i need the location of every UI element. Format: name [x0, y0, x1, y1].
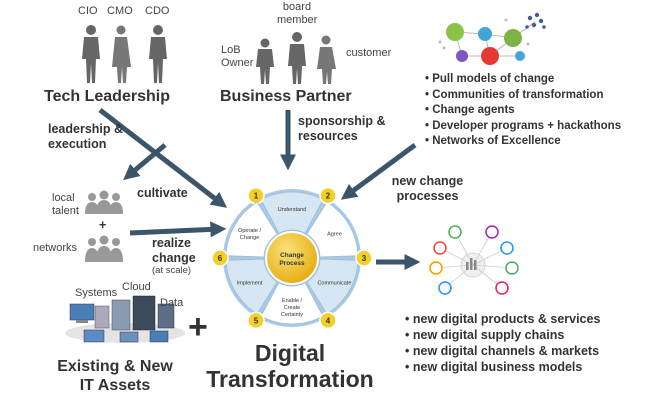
data-label: Data [160, 297, 184, 309]
change-models-to-wheel-arrow [340, 142, 417, 200]
wheel-segment-label: Implement [237, 281, 263, 287]
digital-transformation-line2: Transformation [206, 366, 374, 392]
wheel-segment-label: Understand [278, 207, 306, 213]
cmo-person-icon [112, 25, 131, 83]
networks-group-icon [85, 235, 123, 262]
it-assets-illustration [65, 295, 185, 343]
tech-leadership-title: Tech Leadership [44, 88, 170, 105]
role-label-lob-owner: LoB Owner [221, 44, 254, 69]
cloud-label: Cloud [122, 281, 151, 293]
board-member-person-icon [288, 32, 306, 84]
wheel-step-badge [319, 311, 337, 330]
wheel-center-hub [265, 231, 319, 285]
tech-to-wheel-arrow [98, 108, 228, 208]
wheel-segment [225, 201, 278, 258]
leadership-to-talent-arrow [123, 143, 167, 181]
networks-label: networks [33, 242, 78, 254]
role-label-cdo: CDO [145, 5, 170, 17]
cultivate-label: cultivate [137, 186, 188, 200]
wheel-step-badge [247, 311, 265, 330]
talent-to-wheel-arrow [129, 221, 227, 238]
wheel-segment-label: Communicate [317, 281, 351, 287]
change-model-item: Change agents [425, 103, 621, 119]
wheel-step-number: 2 [326, 192, 331, 201]
outcome-item: new digital business models [405, 359, 600, 375]
wheel-step-badge [319, 186, 337, 205]
role-label-customer: customer [346, 47, 392, 59]
digital-transformation-title: Digital Transformation [205, 340, 375, 392]
wheel-step-badge [355, 249, 373, 267]
change-models-list: Pull models of change Communities of tra… [425, 72, 621, 150]
new-change-processes-label: new change processes [391, 174, 464, 203]
it-assets-title-line1: Existing & New [57, 358, 173, 375]
network-graph-icon [438, 12, 546, 65]
sponsorship-resources-label: sponsorship & resources [298, 114, 386, 143]
assets-plus-sign: + [188, 308, 208, 346]
lob-owner-person-icon [256, 38, 274, 84]
local-talent-group-icon [85, 190, 123, 214]
realize-change-label: realize change [152, 236, 196, 265]
wheel-step-number: 4 [326, 316, 331, 325]
role-label-board-member: board member [277, 1, 318, 26]
wheel-step-number: 1 [254, 192, 259, 201]
wheel-step-number: 6 [218, 254, 223, 263]
digital-transformation-line1: Digital [254, 340, 326, 366]
systems-label: Systems [75, 287, 118, 299]
wheel-segment-label: Agree [327, 232, 342, 238]
local-talent-label: local talent [52, 192, 79, 217]
talent-plus-sign: + [99, 218, 107, 232]
role-label-cmo: CMO [107, 5, 133, 17]
wheel-segment-label: Operate /Change [238, 228, 261, 241]
at-scale-label: (at scale) [152, 265, 192, 276]
wheel-step-badge [211, 249, 229, 267]
it-assets-title: Existing & New IT Assets [40, 357, 190, 395]
business-partner-title: Business Partner [220, 88, 352, 105]
wheel-step-number: 3 [362, 254, 367, 263]
outcome-item: new digital channels & markets [405, 343, 600, 359]
customer-person-icon [317, 35, 336, 84]
role-label-cio: CIO [78, 5, 98, 17]
change-model-item: Communities of transformation [425, 88, 621, 104]
change-model-item: Networks of Excellence [425, 134, 621, 150]
change-model-item: Developer programs + hackathons [425, 119, 621, 135]
cio-person-icon [82, 25, 100, 83]
wheel-step-number: 5 [254, 316, 259, 325]
cdo-person-icon [149, 25, 167, 83]
leadership-execution-label: leadership & execution [48, 122, 124, 151]
it-assets-title-line2: IT Assets [79, 377, 151, 394]
change-model-item: Pull models of change [425, 72, 621, 88]
outcome-item: new digital products & services [405, 311, 601, 327]
outcome-item: new digital supply chains [405, 327, 600, 343]
digital-outcomes-list: new digital products & services new digi… [405, 311, 601, 375]
digital-outcomes-hub-icon [429, 225, 519, 295]
